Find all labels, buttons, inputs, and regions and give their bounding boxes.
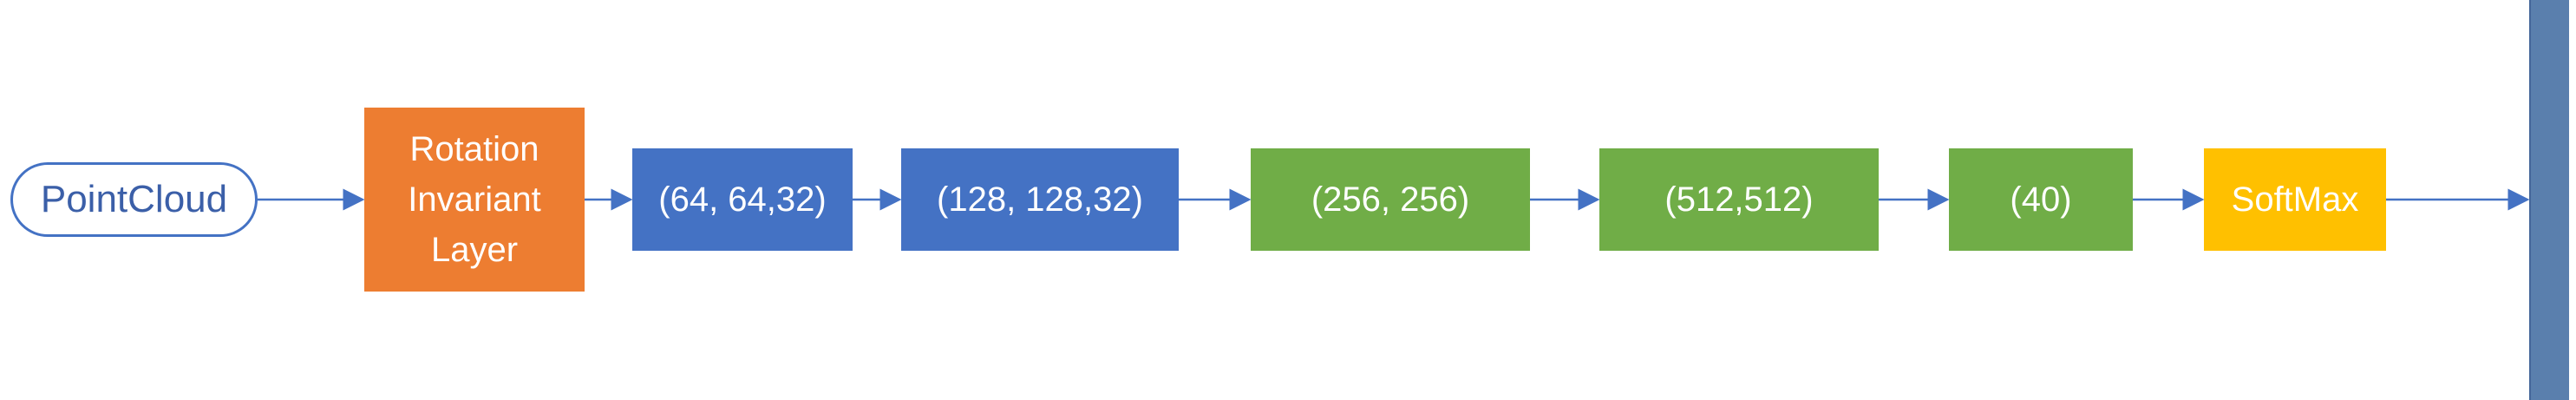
layer-block-1-label: (64, 64,32) xyxy=(658,180,827,219)
layer-block-4: (512,512) xyxy=(1599,148,1879,251)
layer-block-1: (64, 64,32) xyxy=(632,148,853,251)
pointcloud-input-node: PointCloud xyxy=(10,162,258,237)
layer-block-5-label: (40) xyxy=(2010,180,2072,219)
softmax-label: SoftMax xyxy=(2231,180,2359,219)
rotation-label-line-3: Layer xyxy=(430,231,519,269)
layer-block-3: (256, 256) xyxy=(1251,148,1530,251)
rotation-invariant-layer-node: Rotation Invariant Layer xyxy=(364,108,585,292)
layer-block-2: (128, 128,32) xyxy=(901,148,1179,251)
layer-block-4-label: (512,512) xyxy=(1664,180,1814,219)
layer-block-5: (40) xyxy=(1949,148,2133,251)
softmax-block: SoftMax xyxy=(2204,148,2386,251)
rotation-invariant-layer-label: Rotation Invariant Layer xyxy=(408,124,540,275)
output-bar xyxy=(2529,0,2569,400)
pointcloud-label: PointCloud xyxy=(40,178,228,221)
layer-block-3-label: (256, 256) xyxy=(1311,180,1470,219)
rotation-label-line-2: Invariant xyxy=(408,180,541,219)
rotation-label-line-1: Rotation xyxy=(409,130,539,168)
layer-block-2-label: (128, 128,32) xyxy=(937,180,1143,219)
